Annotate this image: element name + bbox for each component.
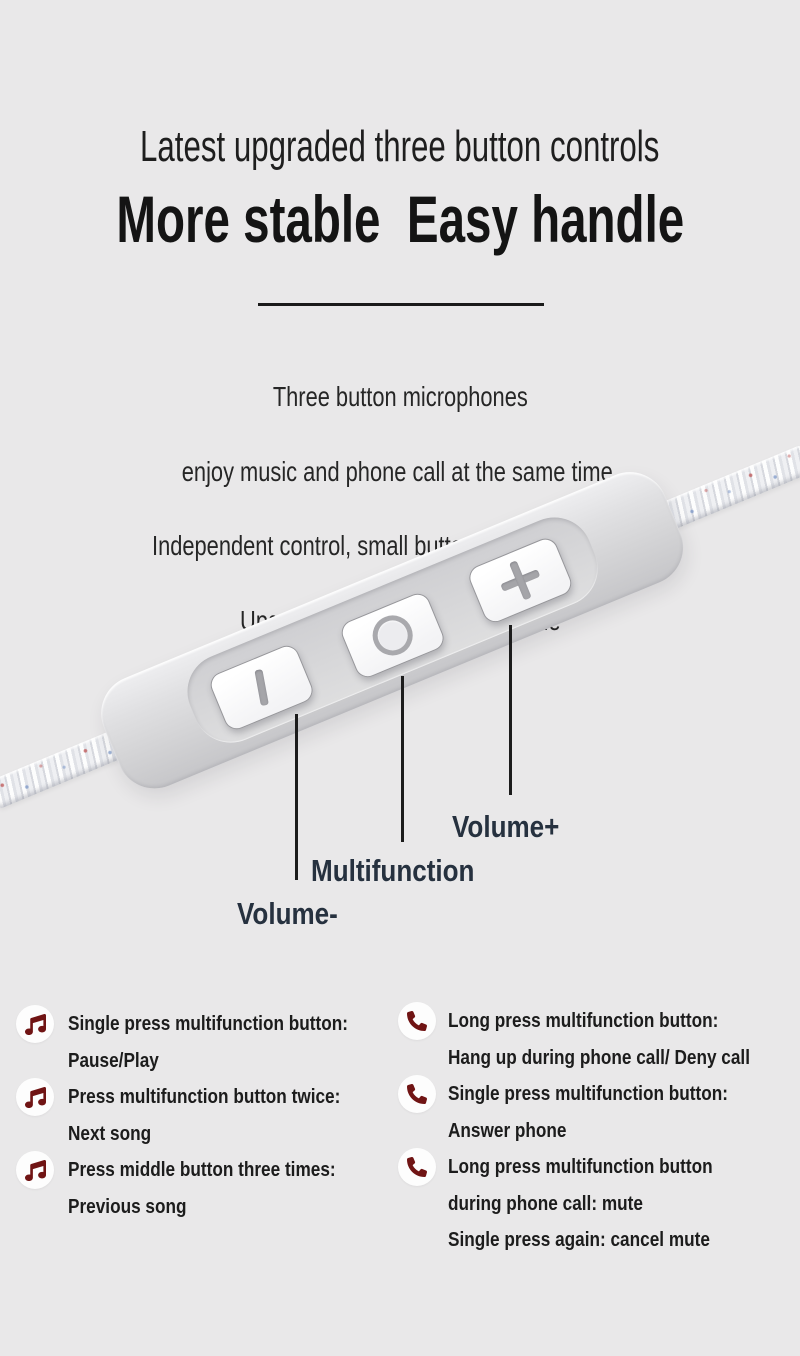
header-title-row: More stable Easy handle bbox=[0, 181, 800, 257]
feature-line: Single press multifunction button: bbox=[68, 1013, 348, 1035]
divider bbox=[258, 303, 544, 306]
list-item: Long press multifunction button during p… bbox=[398, 1148, 790, 1259]
callout-line-volume-down bbox=[295, 714, 298, 880]
music-note-icon bbox=[24, 1013, 46, 1035]
minus-bar-icon bbox=[254, 669, 269, 706]
callout-line-volume-up bbox=[509, 625, 512, 795]
feature-line: Press multifunction button twice: bbox=[68, 1086, 341, 1108]
music-note-icon bbox=[24, 1086, 46, 1108]
feature-line: Single press multifunction button: bbox=[448, 1083, 728, 1105]
plus-icon bbox=[494, 554, 546, 606]
feature-line: Press middle button three times: bbox=[68, 1159, 336, 1181]
list-item: Single press multifunction button: Pause… bbox=[16, 1005, 408, 1079]
list-item: Press multifunction button twice: Next s… bbox=[16, 1078, 408, 1152]
circle-icon bbox=[366, 609, 419, 662]
page-title: More stable Easy handle bbox=[116, 182, 684, 256]
feature-line: Long press multifunction button bbox=[448, 1156, 713, 1178]
feature-line: during phone call: mute bbox=[448, 1192, 643, 1215]
page-subtitle: Latest upgraded three button controls bbox=[140, 122, 660, 171]
list-item: Single press multifunction button: Answe… bbox=[398, 1075, 790, 1149]
callout-label-volume-up: Volume+ bbox=[452, 809, 560, 844]
phone-icon bbox=[407, 1084, 427, 1104]
music-note-icon bbox=[24, 1159, 46, 1181]
music-features-column: Single press multifunction button: Pause… bbox=[16, 1005, 408, 1225]
feature-line: Long press multifunction button: bbox=[448, 1010, 719, 1032]
callout-label-multifunction: Multifunction bbox=[311, 853, 475, 888]
feature-line: Previous song bbox=[68, 1195, 187, 1218]
callout-label-volume-down: Volume- bbox=[237, 896, 338, 931]
feature-line: Single press again: cancel mute bbox=[448, 1229, 710, 1251]
feature-line: Hang up during phone call/ Deny call bbox=[448, 1046, 750, 1069]
intro-line-1: Three button microphones bbox=[272, 381, 528, 412]
phone-icon bbox=[407, 1157, 427, 1177]
list-item: Long press multifunction button: Hang up… bbox=[398, 1002, 790, 1076]
phone-icon bbox=[407, 1011, 427, 1031]
intro-line-2: enjoy music and phone call at the same t… bbox=[181, 455, 619, 487]
callout-line-multifunction bbox=[401, 676, 404, 842]
feature-line: Answer phone bbox=[448, 1119, 567, 1142]
feature-line: Pause/Play bbox=[68, 1049, 159, 1072]
phone-features-column: Long press multifunction button: Hang up… bbox=[398, 1002, 790, 1259]
list-item: Press middle button three times: Previou… bbox=[16, 1151, 408, 1225]
feature-line: Next song bbox=[68, 1122, 152, 1145]
header-subtitle-row: Latest upgraded three button controls bbox=[0, 122, 800, 172]
